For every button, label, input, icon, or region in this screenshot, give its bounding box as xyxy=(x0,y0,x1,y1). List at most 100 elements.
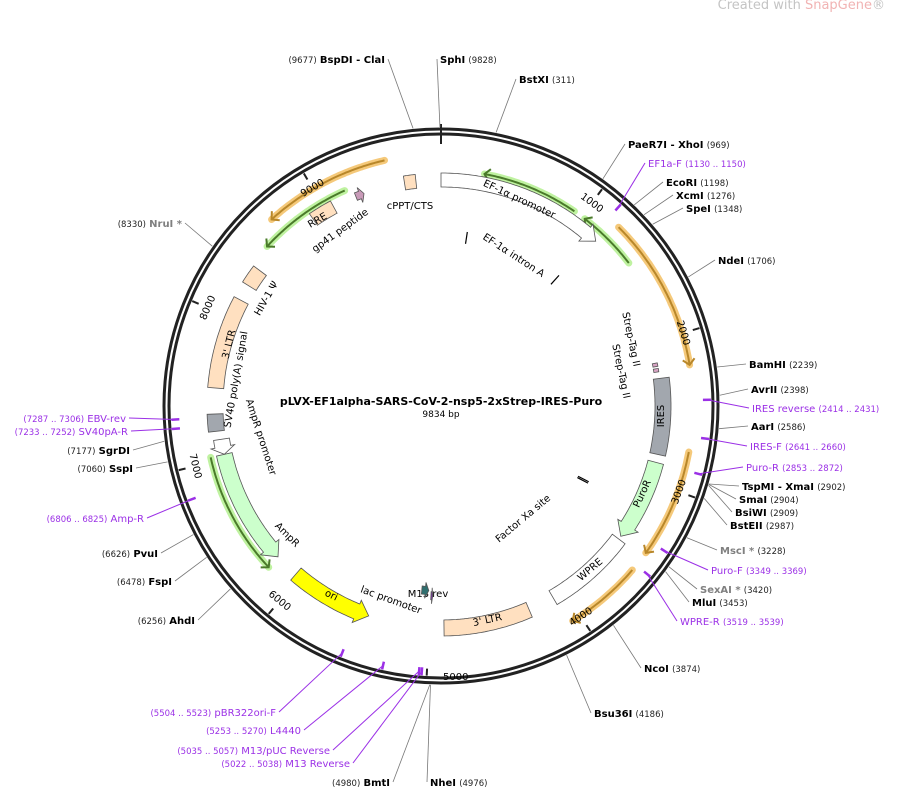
enzyme-leader-line xyxy=(717,363,747,368)
snapgene-watermark: Created with SnapGene® xyxy=(718,0,885,13)
feature-10-shape xyxy=(290,567,370,624)
enzyme-site-label: (8330) NruI * xyxy=(118,219,183,230)
enzyme-name: EcoRI xyxy=(666,178,697,189)
feature-0-shape xyxy=(440,172,597,242)
tick-label: 8000 xyxy=(198,294,218,322)
feature-label: M13 rev xyxy=(408,589,449,600)
enzyme-site-label: MluI (3453) xyxy=(692,598,748,609)
primer-label: WPRE-R (3519 .. 3539) xyxy=(680,617,784,628)
primer-leader-line xyxy=(303,665,384,731)
enzyme-position: (1198) xyxy=(700,179,728,189)
feature-label: IRES xyxy=(656,405,667,428)
enzyme-site-label: (6478) FspI xyxy=(117,577,172,588)
tick-mark xyxy=(178,467,186,472)
enzyme-leader-line xyxy=(634,181,664,206)
enzyme-name: FspI xyxy=(148,577,172,588)
primer-label: (7287 .. 7306) EBV-rev xyxy=(23,414,126,425)
tick-label: 6000 xyxy=(266,589,293,614)
tick-label: 9000 xyxy=(299,177,327,199)
feature-marker xyxy=(577,477,589,484)
enzyme-position: (311) xyxy=(552,76,575,86)
feature-3-shape xyxy=(652,367,660,374)
enzyme-name: AarI xyxy=(751,422,774,433)
enzyme-site-label: PaeR7I - XhoI (969) xyxy=(628,140,730,151)
enzyme-name: BspDI - ClaI xyxy=(320,55,385,66)
feature-label: ori xyxy=(323,588,340,604)
enzyme-position: (9828) xyxy=(468,56,496,66)
tick-mark xyxy=(267,607,274,615)
enzyme-position: (2239) xyxy=(789,361,817,371)
primer-name: M13/pUC Reverse xyxy=(241,746,330,757)
primer-name: Puro-F xyxy=(711,566,743,577)
enzyme-position: (1348) xyxy=(714,205,742,215)
enzyme-site-label: TspMI - XmaI (2902) xyxy=(742,482,845,493)
enzyme-leader-line xyxy=(708,483,737,500)
enzyme-position: (2987) xyxy=(766,522,794,532)
enzyme-name: Bsu36I xyxy=(594,709,632,720)
enzyme-position: (6478) xyxy=(117,578,145,588)
enzyme-leader-line xyxy=(668,566,698,590)
green-bar-line xyxy=(484,173,575,213)
primer-name: EF1a-F xyxy=(648,159,682,170)
enzyme-leader-line xyxy=(665,571,690,603)
enzyme-site-label: Bsu36I (4186) xyxy=(594,709,664,720)
enzyme-name: BsiWI xyxy=(735,508,767,519)
primer-bars xyxy=(207,156,696,625)
bar-arrowhead xyxy=(260,559,271,569)
enzyme-name: SpeI xyxy=(686,204,711,215)
orange-bar-line xyxy=(270,159,385,221)
primer-name: SV40pA-R xyxy=(79,427,128,438)
enzyme-leader-line xyxy=(613,625,642,669)
primer-range: (1130 .. 1150) xyxy=(685,160,746,170)
primer-label: (5022 .. 5038) M13 Reverse xyxy=(221,759,350,770)
primer-site-marker xyxy=(700,436,710,441)
bar-arrowhead xyxy=(682,357,696,367)
feature-18-shape xyxy=(402,173,418,191)
primer-label: (5504 .. 5523) pBR322ori-F xyxy=(150,708,276,719)
enzyme-leader-line xyxy=(708,483,740,487)
enzyme-site-label: (7060) SspI xyxy=(78,464,134,475)
enzyme-position: (7177) xyxy=(67,447,95,457)
watermark-prefix: Created with xyxy=(717,0,805,13)
primer-label: IRES reverse (2414 .. 2431) xyxy=(752,404,879,415)
primer-label: EF1a-F (1130 .. 1150) xyxy=(648,159,746,170)
primer-range: (2414 .. 2431) xyxy=(819,405,880,415)
bar-arrowhead xyxy=(270,211,280,222)
enzyme-leader-line xyxy=(703,498,728,526)
enzyme-leader-line xyxy=(426,684,431,783)
enzyme-position: (1706) xyxy=(747,257,775,267)
primer-range: (5504 .. 5523) xyxy=(150,709,211,719)
enzyme-leader-line xyxy=(184,222,213,247)
primer-label: (5035 .. 5057) M13/pUC Reverse xyxy=(177,746,330,757)
primer-range: (6806 .. 6825) xyxy=(47,515,108,525)
primer-label: Puro-F (3349 .. 3369) xyxy=(711,566,807,577)
enzyme-site-label: XcmI (1276) xyxy=(676,191,735,202)
enzyme-site-label: SexAI * (3420) xyxy=(700,585,772,596)
primer-site-marker xyxy=(694,471,703,477)
enzyme-name: BstXI xyxy=(519,75,549,86)
feature-4-shape xyxy=(649,376,672,457)
enzyme-leader-line xyxy=(436,58,441,128)
enzyme-name: PaeR7I - XhoI xyxy=(628,140,704,151)
enzyme-position: (2902) xyxy=(817,483,845,493)
primer-leader-line xyxy=(332,670,420,751)
orange-bar-line xyxy=(644,451,690,554)
feature-17-shape xyxy=(353,187,365,203)
feature-marker xyxy=(577,475,589,483)
enzyme-leader-line xyxy=(719,388,749,396)
primer-leader-line xyxy=(646,573,678,622)
primer-site-marker xyxy=(417,667,421,676)
enzyme-leader-line xyxy=(387,58,414,129)
primer-name: IRES-F xyxy=(750,442,782,453)
plasmid-name: pLVX-EF1alpha-SARS-CoV-2-nsp5-2xStrep-IR… xyxy=(280,395,603,408)
primer-range: (5035 .. 5057) xyxy=(177,747,238,757)
primer-range: (7287 .. 7306) xyxy=(23,415,84,425)
enzyme-leader-line xyxy=(708,484,733,513)
enzyme-site-label: BsiWI (2909) xyxy=(735,508,798,519)
primer-name: Puro-R xyxy=(746,463,779,474)
enzyme-site-label: AvrII (2398) xyxy=(751,385,809,396)
primer-leader-line xyxy=(146,498,193,519)
enzyme-position: (3228) xyxy=(757,547,785,557)
